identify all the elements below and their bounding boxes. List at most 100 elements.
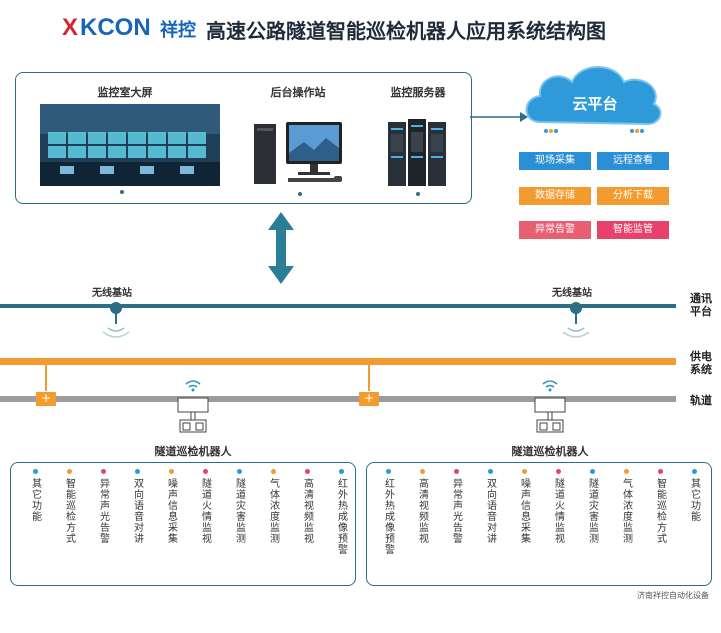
cloud-icon (525, 66, 662, 133)
function-item: 隧道灾害监测 (585, 469, 599, 544)
function-label: 噪声信息采集 (165, 478, 177, 544)
connector-dot (298, 192, 302, 196)
function-item: 噪声信息采集 (164, 469, 178, 544)
function-item: 气体浓度监测 (266, 469, 280, 544)
function-item: 红外热成像预警 (334, 469, 348, 555)
inspection-robot-icon (534, 380, 566, 433)
function-label: 红外热成像预警 (335, 478, 347, 555)
label-track: 轨道 (690, 394, 712, 407)
video-wall-icon (40, 104, 220, 186)
arrow-to-cloud-icon (470, 112, 528, 122)
function-item: 其它功能 (28, 469, 42, 522)
function-item: 噪声信息采集 (517, 469, 531, 544)
power-drop-line (368, 365, 370, 391)
footer-company: 济南祥控自动化设备 (637, 591, 709, 600)
robot-label-left: 隧道巡检机器人 (154, 445, 232, 458)
connector-dot (416, 192, 420, 196)
function-bullet-dot (589, 469, 595, 474)
function-item: 双向语音对讲 (483, 469, 497, 544)
function-label: 其它功能 (29, 478, 41, 522)
cloud-button-analysis-download[interactable]: 分析下载 (597, 187, 669, 205)
cloud-button-remote-view[interactable]: 远程查看 (597, 152, 669, 170)
function-bullet-dot (521, 469, 527, 474)
function-label: 气体浓度监测 (620, 478, 632, 544)
function-label: 双向语音对讲 (484, 478, 496, 544)
power-drop-line (45, 365, 47, 391)
function-label: 高清视频监视 (301, 478, 313, 544)
function-label: 隧道灾害监测 (586, 478, 598, 544)
label-power-system: 供电系统 (690, 350, 712, 376)
function-label: 双向语音对讲 (131, 478, 143, 544)
section-label-workstation: 后台操作站 (270, 86, 326, 99)
function-label: 噪声信息采集 (518, 478, 530, 544)
function-bullet-dot (168, 469, 174, 474)
functions-box-left: 其它功能 智能巡检方式 异常声光告警 双向语音对讲 噪声信息采集 隧道火情监视 隧道灾害监测… (10, 462, 356, 586)
logo-text: KCON (80, 14, 151, 41)
cloud-button-smart-supervision[interactable]: 智能监管 (597, 221, 669, 239)
cloud-button-field-collection[interactable]: 现场采集 (519, 152, 591, 170)
power-junction: + (36, 392, 56, 406)
inspection-robot-icon (177, 380, 209, 433)
function-item: 隧道灾害监测 (232, 469, 246, 544)
function-bullet-dot (338, 469, 344, 474)
track-rail (0, 396, 676, 402)
function-item: 高清视频监视 (300, 469, 314, 544)
function-bullet-dot (202, 469, 208, 474)
function-item: 智能巡检方式 (62, 469, 76, 544)
station-label-left: 无线基站 (92, 288, 132, 299)
function-label: 高清视频监视 (416, 478, 428, 544)
cloud-label: 云平台 (572, 95, 618, 113)
function-label: 异常声光告警 (97, 478, 109, 544)
cloud-button-abnormal-alarm[interactable]: 异常告警 (519, 221, 591, 239)
function-label: 异常声光告警 (450, 478, 462, 544)
function-label: 气体浓度监测 (267, 478, 279, 544)
function-label: 红外热成像预警 (382, 478, 394, 555)
power-rail (0, 358, 676, 365)
function-bullet-dot (691, 469, 697, 474)
function-bullet-dot (487, 469, 493, 474)
function-item: 其它功能 (687, 469, 701, 522)
function-bullet-dot (419, 469, 425, 474)
function-bullet-dot (134, 469, 140, 474)
function-item: 异常声光告警 (449, 469, 463, 544)
function-item: 红外热成像预警 (381, 469, 395, 555)
function-bullet-dot (66, 469, 72, 474)
function-bullet-dot (100, 469, 106, 474)
logo-x: X (62, 14, 78, 41)
function-label: 智能巡检方式 (654, 478, 666, 544)
robot-label-right: 隧道巡检机器人 (511, 445, 589, 458)
function-item: 隧道火情监视 (198, 469, 212, 544)
connector-dot (120, 190, 124, 194)
cloud-button-data-storage[interactable]: 数据存储 (519, 187, 591, 205)
workstation-icon (254, 122, 342, 184)
function-item: 高清视频监视 (415, 469, 429, 544)
function-label: 智能巡检方式 (63, 478, 75, 544)
function-bullet-dot (453, 469, 459, 474)
function-label: 隧道灾害监测 (233, 478, 245, 544)
communication-rail (0, 304, 676, 308)
logo-chinese: 祥控 (160, 20, 196, 41)
function-label: 隧道火情监视 (199, 478, 211, 544)
functions-box-right: 红外热成像预警 高清视频监视 异常声光告警 双向语音对讲 噪声信息采集 隧道火情监视 隧道灾… (366, 462, 712, 586)
label-communication-platform: 通讯平台 (690, 292, 712, 318)
function-bullet-dot (304, 469, 310, 474)
function-bullet-dot (555, 469, 561, 474)
power-junction: + (359, 392, 379, 406)
function-bullet-dot (270, 469, 276, 474)
function-label: 隧道火情监视 (552, 478, 564, 544)
function-bullet-dot (623, 469, 629, 474)
server-rack-icon (388, 119, 446, 186)
page-title: 高速公路隧道智能巡检机器人应用系统结构图 (206, 19, 606, 43)
double-arrow-icon (268, 212, 294, 284)
station-label-right: 无线基站 (552, 288, 592, 299)
function-item: 智能巡检方式 (653, 469, 667, 544)
function-bullet-dot (32, 469, 38, 474)
function-item: 异常声光告警 (96, 469, 110, 544)
function-label: 其它功能 (688, 478, 700, 522)
function-bullet-dot (385, 469, 391, 474)
function-item: 隧道火情监视 (551, 469, 565, 544)
function-item: 气体浓度监测 (619, 469, 633, 544)
section-label-video-wall: 监控室大屏 (97, 86, 153, 99)
function-item: 双向语音对讲 (130, 469, 144, 544)
section-label-server: 监控服务器 (390, 86, 446, 99)
